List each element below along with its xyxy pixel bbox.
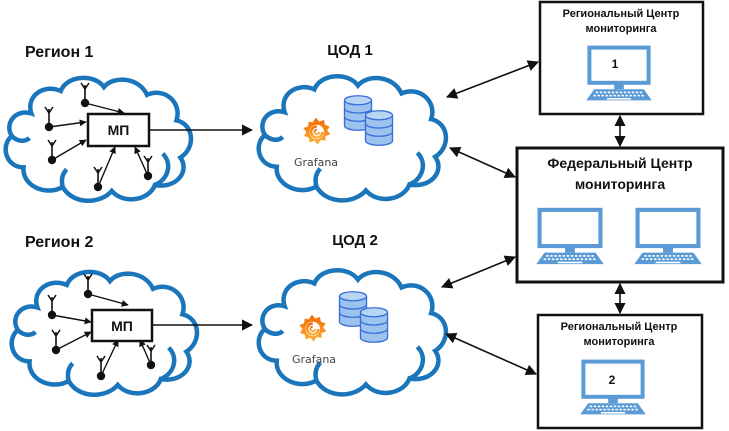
data-center-2-cloud-icon (259, 270, 446, 394)
data-center-2: ЦОД 2 Grafana (259, 232, 446, 394)
regional-center-1-screen-number: 1 (612, 57, 619, 71)
data-center-2-app-label: Grafana (292, 353, 336, 366)
region-2-sensor-links (51, 293, 152, 377)
federal-center-title-line1: Федеральный Центр (547, 155, 692, 171)
region-2: Регион 2 МП (12, 234, 197, 395)
dc-2-to-regional-2-arrow (444, 332, 538, 376)
regional-center-1: Региональный Центр мониторинга 1 (538, 0, 705, 116)
monitor-icon (586, 48, 652, 101)
monitor-icon (536, 210, 603, 264)
federal-center-title-line2: мониторинга (575, 176, 665, 192)
region-to-datacenter-links (149, 124, 254, 331)
regional-center-2-title-line1: Региональный Центр (561, 321, 678, 333)
region-1-sensor-links (48, 102, 149, 188)
dc-1-to-regional-1-arrow (445, 60, 540, 99)
region-2-hub-box (90, 308, 154, 343)
region-2-title: Регион 2 (25, 234, 94, 251)
region-1-hub-label: МП (108, 122, 130, 138)
regional-center-2: Региональный Центр мониторинга 2 (536, 313, 704, 430)
dc-1-to-federal-arrow (448, 146, 517, 179)
data-center-1: ЦОД 1 Grafana (259, 42, 446, 200)
data-center-1-app-label: Grafana (294, 156, 338, 169)
regional-center-2-screen-number: 2 (609, 373, 616, 387)
monitor-icon (580, 362, 646, 415)
database-icon (359, 307, 389, 343)
data-center-2-title: ЦОД 2 (332, 232, 378, 249)
data-center-1-title: ЦОД 1 (327, 42, 373, 59)
regional-center-1-title-line2: мониторинга (586, 23, 658, 35)
region-2-hub-label: МП (111, 318, 133, 334)
regional-center-2-title-line2: мониторинга (584, 336, 656, 348)
region-1: Регион 1 МП (6, 44, 191, 201)
federal-center: Федеральный Центр мониторинга (515, 146, 725, 284)
region-1-title: Регион 1 (25, 44, 94, 61)
data-center-1-cloud-icon (259, 76, 446, 200)
monitor-icon (634, 210, 701, 264)
database-icon (364, 110, 394, 146)
datacenter-to-monitoring-links (440, 60, 626, 376)
regional-center-1-title-line1: Региональный Центр (563, 8, 680, 20)
dc-2-to-federal-arrow (440, 255, 517, 289)
